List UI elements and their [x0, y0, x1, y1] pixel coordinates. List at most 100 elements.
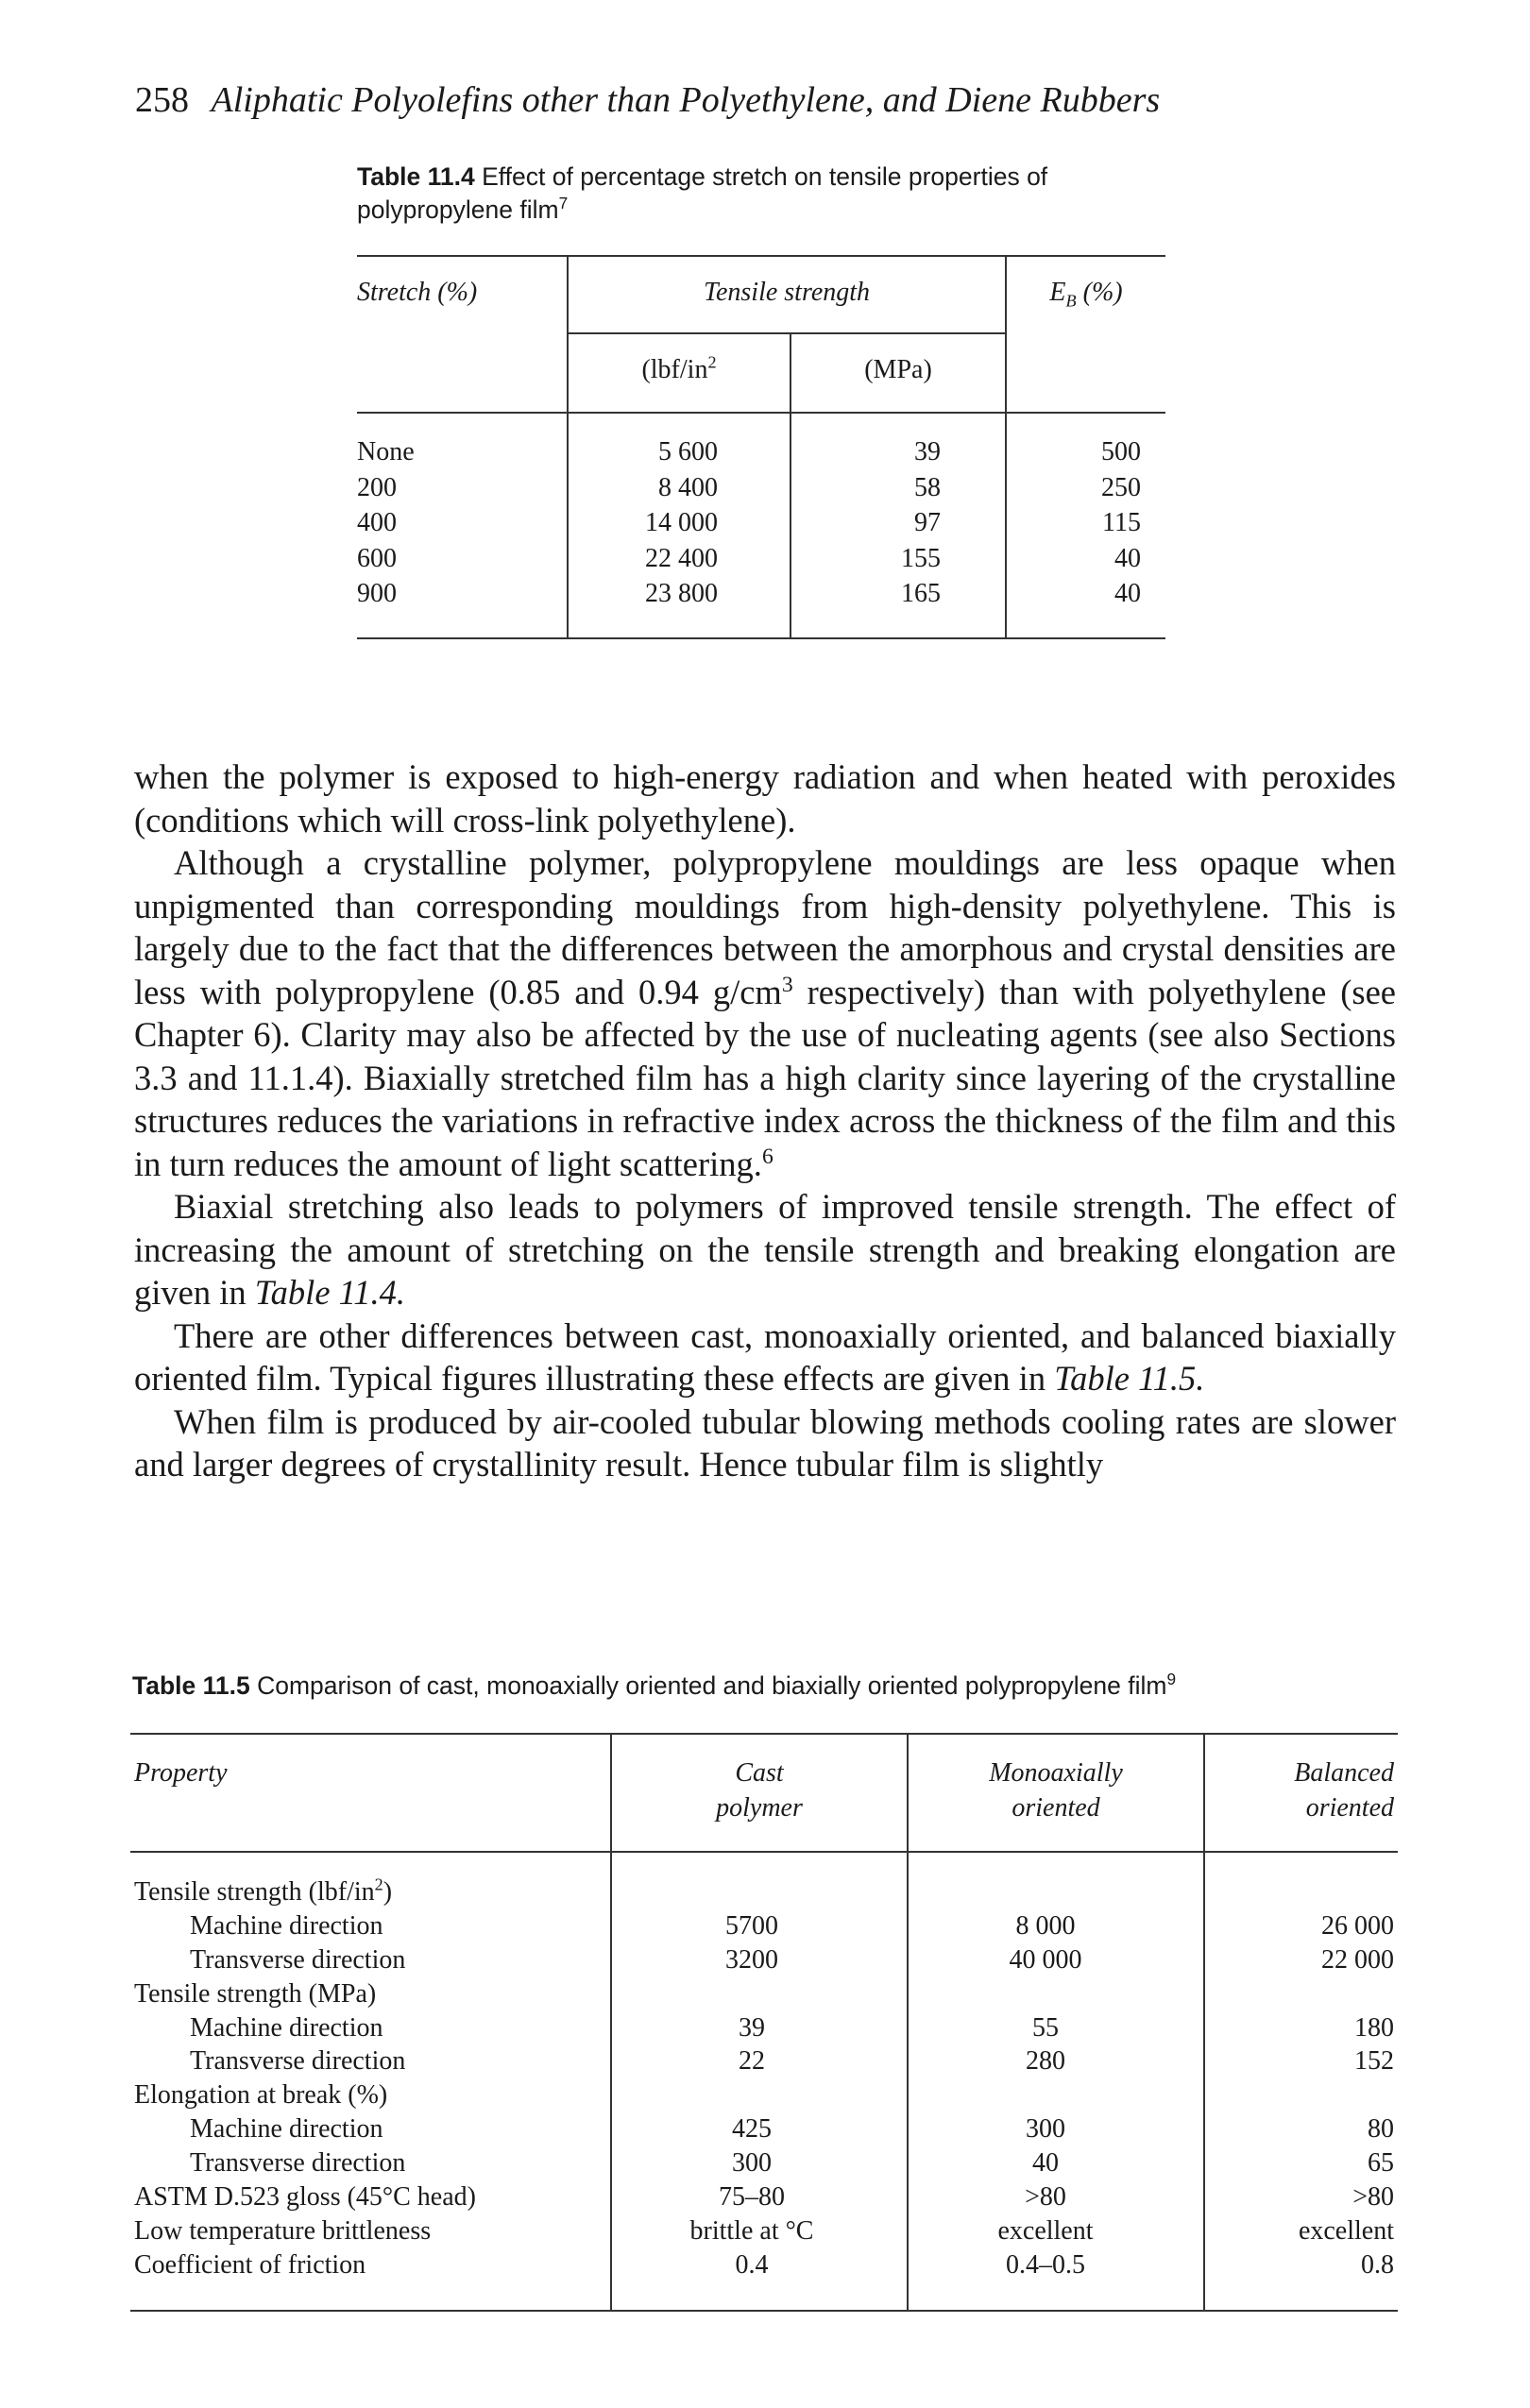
table-cell: 5 600	[658, 437, 718, 466]
eb-unit: (%)	[1076, 278, 1123, 307]
table-cell: 0.8	[1361, 2249, 1394, 2280]
table-body: Tensile strength (lbf/in2) Machine direct…	[130, 1874, 1398, 2284]
column-divider	[610, 1733, 612, 2312]
table-cell: None	[357, 437, 415, 466]
page-number: 258	[135, 80, 189, 120]
table-cell: 300	[1026, 2114, 1065, 2145]
table-bottom-rule	[130, 2310, 1398, 2312]
table-cell: 3200	[725, 1944, 778, 1975]
table-cell: >80	[1025, 2182, 1066, 2213]
table-reference: Table 11.4.	[254, 1273, 405, 1312]
table-cell: 425	[732, 2114, 772, 2145]
table-bottom-rule	[357, 637, 1165, 639]
table-cell: 250	[1101, 472, 1141, 502]
table-cell: 40	[1032, 2148, 1059, 2179]
footnote-ref: 6	[761, 1144, 774, 1169]
table-11-4-caption: Table 11.4 Effect of percentage stretch …	[357, 161, 1169, 227]
column-eb: 500 250 115 40 40	[1018, 434, 1141, 612]
table-row: Machine direction 425 300 80	[130, 2114, 1398, 2148]
table-cell: 22 000	[1321, 1944, 1394, 1975]
table-cell: 22	[739, 2046, 765, 2077]
column-lbf: 5 600 8 400 14 000 22 400 23 800	[584, 434, 718, 612]
row-label: Tensile strength (lbf/in2)	[134, 1874, 393, 1907]
table-cell: 8 400	[658, 472, 718, 502]
row-label: Transverse direction	[190, 2046, 406, 2077]
table-cell: 75–80	[719, 2182, 785, 2213]
table-row: ASTM D.523 gloss (45°C head) 75–80 >80 >80	[130, 2182, 1398, 2216]
row-label: Machine direction	[190, 2012, 383, 2043]
column-mpa: 39 58 97 155 165	[848, 434, 941, 612]
table-row: Transverse direction 300 40 65	[130, 2148, 1398, 2182]
table-cell: 40	[1114, 579, 1141, 608]
table-cell: 40 000	[1009, 1944, 1082, 1975]
header-tensile-strength: Tensile strength	[703, 278, 871, 307]
page-header: 258 Aliphatic Polyolefins other than Pol…	[135, 79, 1160, 121]
caption-label: Table 11.5	[132, 1671, 250, 1700]
table-cell: 39	[739, 2012, 765, 2043]
table-cell: 280	[1026, 2046, 1065, 2077]
table-cell: 23 800	[645, 579, 718, 608]
table-cell: 8 000	[1015, 1910, 1076, 1941]
caption-text: Effect of percentage stretch on tensile …	[482, 162, 1048, 191]
table-cell: >80	[1352, 2182, 1394, 2213]
table-cell: 115	[1102, 508, 1141, 537]
table-cell: 65	[1368, 2148, 1394, 2179]
table-cell: 200	[357, 472, 397, 502]
table-row: Transverse direction 3200 40 000 22 000	[130, 1945, 1398, 1979]
table-row: Tensile strength (lbf/in2)	[130, 1874, 1398, 1911]
eb-subscript: B	[1065, 291, 1077, 311]
column-divider	[790, 333, 791, 639]
paragraph: When film is produced by air-cooled tubu…	[134, 1401, 1396, 1484]
paragraph: when the polymer is exposed to high-ener…	[134, 757, 1396, 839]
table-11-5-caption: Table 11.5 Comparison of cast, monoaxial…	[132, 1670, 1176, 1703]
table-top-rule	[130, 1733, 1398, 1735]
paragraph: There are other differences between cast…	[134, 1315, 1396, 1399]
row-label: Elongation at break (%)	[134, 2080, 388, 2111]
table-cell: 165	[901, 579, 941, 608]
column-divider	[567, 255, 569, 639]
table-top-rule	[357, 255, 1165, 257]
subheader-rule	[567, 332, 1007, 334]
body-text: when the polymer is exposed to high-ener…	[134, 755, 1396, 1486]
table-cell: 22 400	[645, 543, 718, 573]
row-label: Transverse direction	[190, 1944, 406, 1975]
table-cell: 300	[732, 2148, 772, 2179]
header-stretch: Stretch (%)	[357, 278, 478, 307]
table-header-rule	[357, 412, 1165, 414]
row-label: Transverse direction	[190, 2148, 406, 2179]
paragraph: Although a crystalline polymer, polyprop…	[134, 843, 1396, 1183]
table-cell: 55	[1032, 2012, 1059, 2043]
table-row: Tensile strength (MPa)	[130, 1979, 1398, 2013]
footnote-ref: 7	[558, 194, 569, 213]
caption-label: Table 11.4	[357, 162, 475, 191]
table-cell: brittle at °C	[689, 2215, 814, 2246]
column-divider	[1203, 1733, 1205, 2312]
column-divider	[1005, 255, 1007, 639]
row-label: Coefficient of friction	[134, 2249, 366, 2280]
header-unit-lbf: (lbf/in2	[641, 352, 717, 384]
table-cell: 58	[914, 472, 941, 502]
row-label: Tensile strength (MPa)	[134, 1978, 377, 2009]
table-cell: 500	[1101, 437, 1141, 466]
table-cell: 80	[1368, 2114, 1394, 2145]
column-stretch: None 200 400 600 900	[357, 434, 415, 612]
caption-text: Comparison of cast, monoaxially oriented…	[257, 1671, 1167, 1700]
row-label: Machine direction	[190, 2114, 383, 2145]
table-cell: excellent	[1298, 2215, 1394, 2246]
caption-text: polypropylene film	[357, 195, 559, 224]
row-label: ASTM D.523 gloss (45°C head)	[134, 2182, 476, 2213]
running-title: Aliphatic Polyolefins other than Polyeth…	[211, 80, 1161, 120]
table-cell: 40	[1114, 543, 1141, 573]
table-row: Elongation at break (%)	[130, 2080, 1398, 2114]
table-11-4: Stretch (%) Tensile strength EB (%) (lbf…	[357, 255, 1165, 642]
table-cell: 26 000	[1321, 1910, 1394, 1941]
table-cell: 0.4	[735, 2249, 769, 2280]
table-cell: 600	[357, 543, 397, 573]
